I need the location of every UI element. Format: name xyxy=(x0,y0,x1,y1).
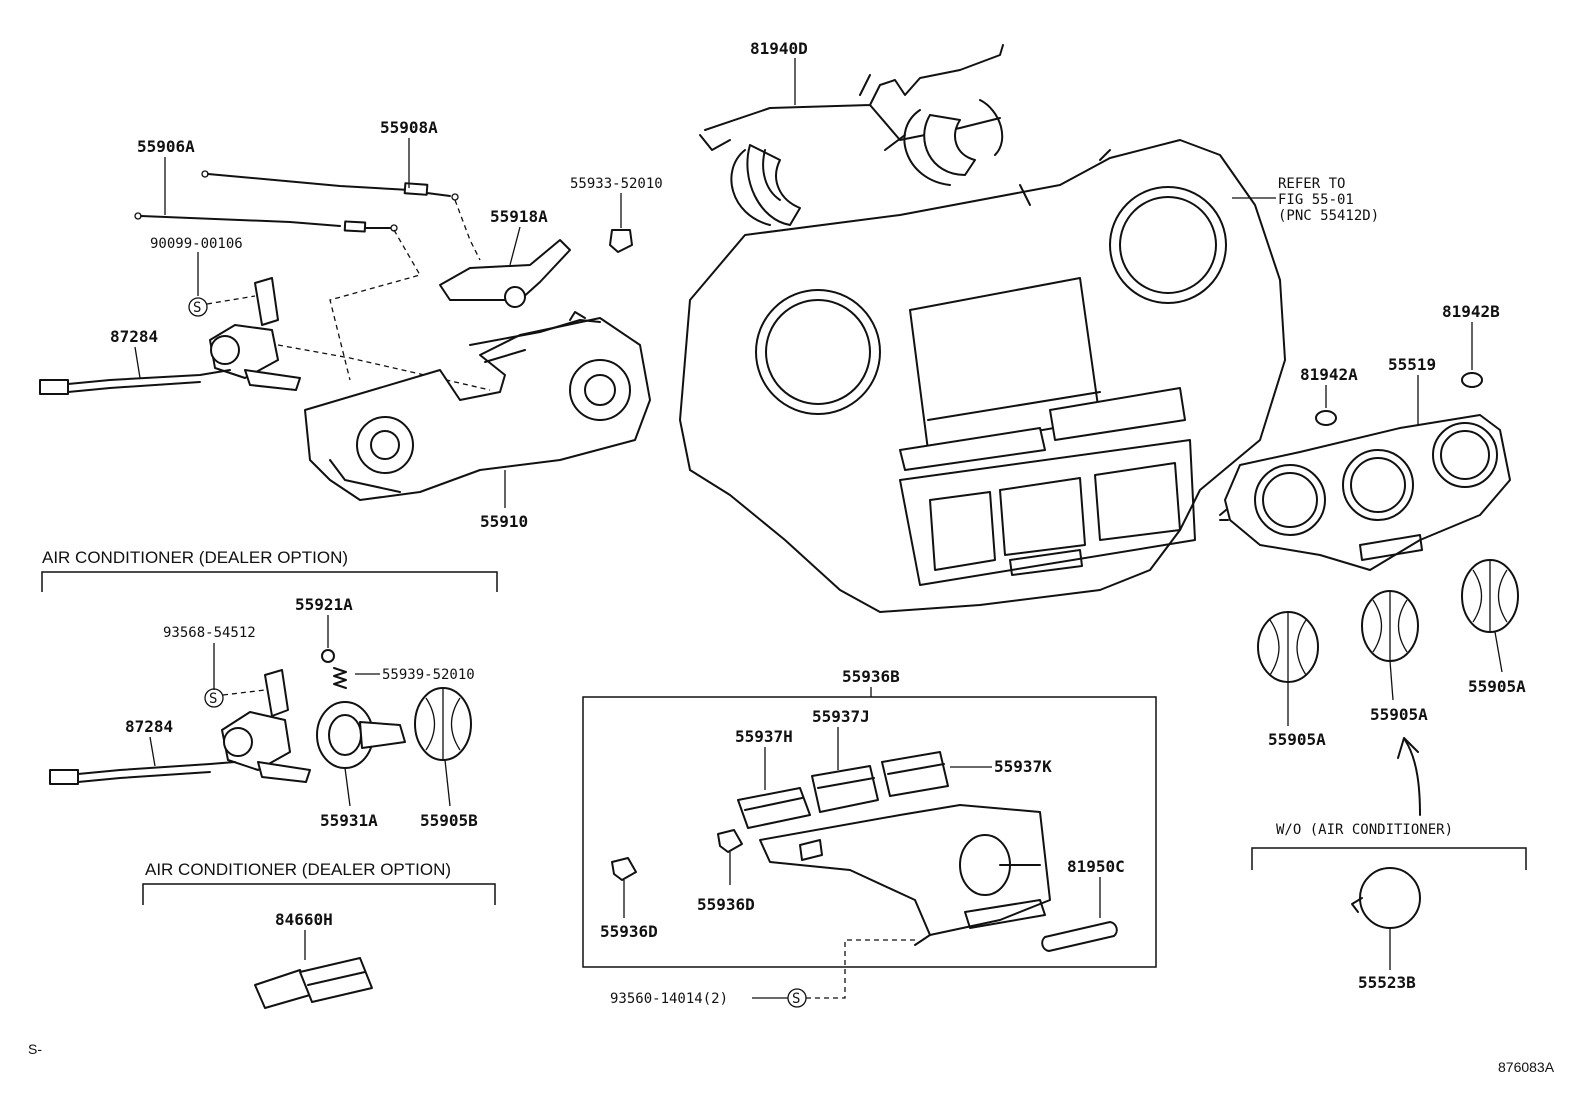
label-refer3: (PNC 55412D) xyxy=(1278,208,1379,224)
label-55936B: 55936B xyxy=(842,667,900,686)
label-55906A: 55906A xyxy=(137,137,195,156)
section-ac-option-1: AIR CONDITIONER (DEALER OPTION) 55921A 9… xyxy=(41,548,498,830)
label-84660H: 84660H xyxy=(275,910,333,929)
label-refer2: FIG 55-01 xyxy=(1278,192,1354,208)
s-symbol: S xyxy=(792,991,800,1007)
caption-ac-1: AIR CONDITIONER (DEALER OPTION) xyxy=(42,548,348,567)
clip-55933: 55933-52010 xyxy=(570,176,663,253)
label-81940D: 81940D xyxy=(750,39,808,58)
label-55905B: 55905B xyxy=(420,811,478,830)
label-55910: 55910 xyxy=(480,512,528,531)
center-cluster: REFER TO FIG 55-01 (PNC 55412D) xyxy=(679,139,1379,613)
label-55937K: 55937K xyxy=(994,757,1052,776)
label-refer1: REFER TO xyxy=(1278,176,1345,192)
label-55519: 55519 xyxy=(1388,355,1436,374)
label-87284-bot: 87284 xyxy=(125,717,173,736)
label-55937J: 55937J xyxy=(812,707,870,726)
duct-81940D: 81940D xyxy=(699,39,1004,226)
footer-left: S- xyxy=(28,1041,42,1057)
control-assy-55910: 55910 xyxy=(304,311,651,531)
label-55905A-1: 55905A xyxy=(1268,730,1326,749)
control-cables: 55906A 55908A xyxy=(134,118,481,381)
label-55931A: 55931A xyxy=(320,811,378,830)
knobs-55905A: 55905A 55905A 55905A xyxy=(1257,559,1526,816)
label-87284-top: 87284 xyxy=(110,327,158,346)
label-93560: 93560-14014(2) xyxy=(610,991,728,1007)
label-55908A: 55908A xyxy=(380,118,438,137)
servo-87284-top: 90099-00106 S 87284 xyxy=(39,236,491,395)
section-ac-option-2: AIR CONDITIONER (DEALER OPTION) 84660H xyxy=(142,860,496,1009)
label-55918A: 55918A xyxy=(490,207,548,226)
label-55921A: 55921A xyxy=(295,595,353,614)
lever-55918A: 55918A xyxy=(439,207,571,308)
caption-wo-ac: W/O (AIR CONDITIONER) xyxy=(1276,822,1453,838)
caption-ac-2: AIR CONDITIONER (DEALER OPTION) xyxy=(145,860,451,879)
label-81942A: 81942A xyxy=(1300,365,1358,384)
label-93568: 93568-54512 xyxy=(163,625,256,641)
footer-figure-code: 876083A xyxy=(1498,1059,1555,1075)
label-55905A-3: 55905A xyxy=(1468,677,1526,696)
label-55937H: 55937H xyxy=(735,727,793,746)
label-81942B: 81942B xyxy=(1442,302,1500,321)
label-55933: 55933-52010 xyxy=(570,176,663,192)
control-panel-55519: 81942B 81942A 55519 xyxy=(1219,302,1511,571)
s-symbol: S xyxy=(209,691,217,707)
switch-assy-55936B: 55936B 55937J 55937H 55937K 81950C 55936… xyxy=(582,667,1157,1008)
label-55936D-2: 55936D xyxy=(697,895,755,914)
label-55939: 55939-52010 xyxy=(382,667,475,683)
label-55936D-1: 55936D xyxy=(600,922,658,941)
label-90099: 90099-00106 xyxy=(150,236,243,252)
section-wo-ac: W/O (AIR CONDITIONER) 55523B xyxy=(1251,822,1527,992)
label-55905A-2: 55905A xyxy=(1370,705,1428,724)
s-symbol: S xyxy=(193,300,201,316)
label-81950C: 81950C xyxy=(1067,857,1125,876)
label-55523B: 55523B xyxy=(1358,973,1416,992)
